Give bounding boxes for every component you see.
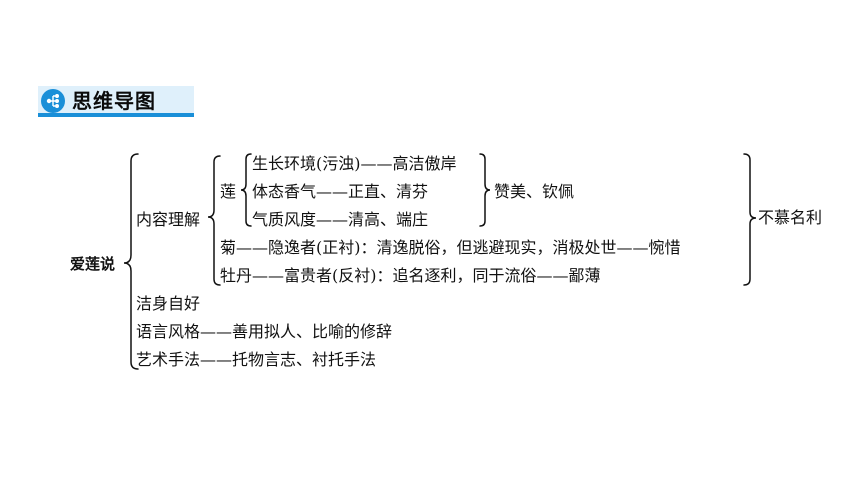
- mindmap-icon: [40, 88, 66, 118]
- lotus-item-temperament: 气质风度——清高、端庄: [252, 210, 429, 229]
- theme-node: 洁身自好: [136, 294, 201, 313]
- lotus-brace: [240, 153, 252, 227]
- lotus-node: 莲: [220, 182, 237, 201]
- header-underline: [38, 113, 194, 117]
- content-node: 内容理解: [136, 210, 201, 229]
- peony-node: 牡丹——富贵者(反衬)：追名逐利，同于流俗——鄙薄: [220, 266, 601, 285]
- technique-node: 艺术手法——托物言志、衬托手法: [136, 350, 377, 369]
- content-brace: [207, 155, 221, 286]
- language-node: 语言风格——善用拟人、比喻的修辞: [136, 322, 393, 341]
- lotus-item-environment: 生长环境(污浊)——高洁傲岸: [252, 154, 457, 173]
- conclusion-node: 不慕名利: [758, 208, 823, 227]
- conclusion-brace: [743, 153, 757, 286]
- root-node: 爱莲说: [70, 255, 116, 273]
- chrysanthemum-node: 菊——隐逸者(正衬)：清逸脱俗，但逃避现实，消极处世——惋惜: [220, 238, 681, 257]
- lotus-right-brace: [479, 153, 491, 227]
- lotus-summary: 赞美、钦佩: [494, 182, 575, 201]
- page-title: 思维导图: [72, 89, 156, 113]
- root-brace: [123, 153, 139, 370]
- lotus-item-appearance: 体态香气——正直、清芬: [252, 182, 429, 201]
